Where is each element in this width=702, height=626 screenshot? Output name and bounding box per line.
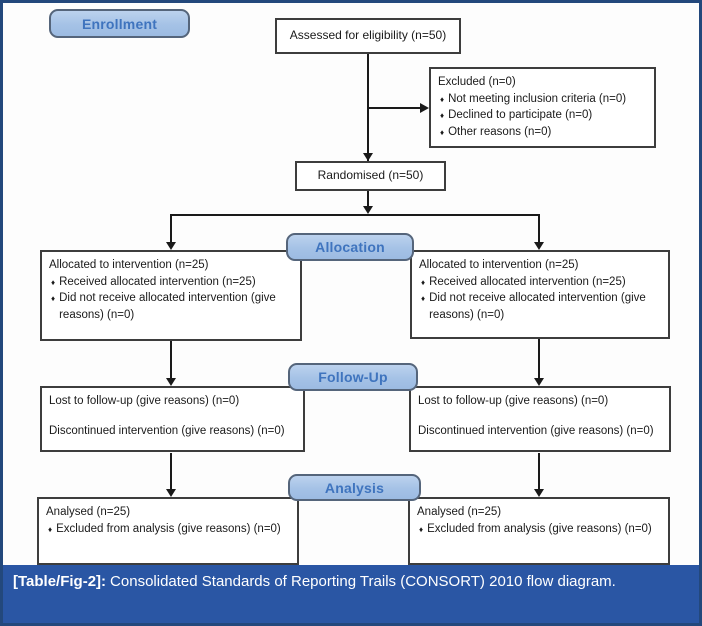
bullet-diamond-icon: ♦ bbox=[51, 277, 56, 287]
arrowhead-down-icon bbox=[166, 378, 176, 386]
bullet-diamond-icon: ♦ bbox=[440, 128, 445, 138]
arrowhead-right-icon bbox=[420, 103, 429, 113]
bullet-item: ♦ Other reasons (n=0) bbox=[438, 124, 647, 141]
bullet-text: Did not receive allocated intervention (… bbox=[59, 292, 276, 322]
bullet-diamond-icon: ♦ bbox=[419, 524, 424, 534]
stage-label-enrollment: Enrollment bbox=[49, 9, 190, 38]
bullet-diamond-icon: ♦ bbox=[51, 294, 56, 304]
bullet-item: ♦ Received allocated intervention (n=25) bbox=[49, 274, 293, 291]
connector-to-excluded bbox=[368, 107, 421, 109]
connector-follow-analysis-left bbox=[170, 453, 172, 490]
stage-label-allocation: Allocation bbox=[286, 233, 414, 261]
connector-split-left bbox=[170, 215, 172, 243]
box-assessed-eligibility: Assessed for eligibility (n=50) bbox=[275, 18, 461, 54]
bullet-text: Declined to participate (n=0) bbox=[448, 109, 593, 122]
box-title: Allocated to intervention (n=25) bbox=[419, 259, 579, 271]
follow-up-line: Lost to follow-up (give reasons) (n=0) bbox=[418, 395, 609, 407]
follow-up-line: Discontinued intervention (give reasons)… bbox=[49, 424, 285, 437]
arrowhead-down-icon bbox=[166, 489, 176, 497]
box-title: Allocated to intervention (n=25) bbox=[49, 259, 209, 271]
box-title: Excluded (n=0) bbox=[438, 76, 516, 88]
box-title: Analysed (n=25) bbox=[417, 506, 502, 518]
connector-alloc-follow-left bbox=[170, 341, 172, 379]
arrowhead-down-icon bbox=[363, 206, 373, 214]
bullet-text: Received allocated intervention (n=25) bbox=[59, 275, 256, 288]
stage-label-analysis: Analysis bbox=[288, 474, 421, 501]
box-title: Analysed (n=25) bbox=[46, 506, 131, 518]
bullet-item: ♦ Did not receive allocated intervention… bbox=[419, 290, 661, 323]
box-analysis-right: Analysed (n=25) ♦ Excluded from analysis… bbox=[408, 497, 670, 565]
bullet-item: ♦ Received allocated intervention (n=25) bbox=[419, 274, 661, 291]
stage-label-follow-up: Follow-Up bbox=[288, 363, 418, 391]
bullet-item: ♦ Did not receive allocated intervention… bbox=[49, 290, 293, 323]
bullet-text: Excluded from analysis (give reasons) (n… bbox=[56, 522, 281, 535]
bullet-text: Did not receive allocated intervention (… bbox=[429, 292, 646, 322]
bullet-diamond-icon: ♦ bbox=[440, 111, 445, 121]
arrowhead-down-icon bbox=[534, 378, 544, 386]
bullet-item: ♦ Excluded from analysis (give reasons) … bbox=[46, 521, 290, 538]
bullet-item: ♦ Not meeting inclusion criteria (n=0) bbox=[438, 91, 647, 108]
box-excluded: Excluded (n=0) ♦ Not meeting inclusion c… bbox=[429, 67, 656, 148]
bullet-diamond-icon: ♦ bbox=[440, 94, 445, 104]
box-analysis-left: Analysed (n=25) ♦ Excluded from analysis… bbox=[37, 497, 299, 565]
bullet-text: Other reasons (n=0) bbox=[448, 126, 552, 139]
bullet-item: ♦ Declined to participate (n=0) bbox=[438, 107, 647, 124]
arrowhead-down-icon bbox=[534, 242, 544, 250]
figure-caption: [Table/Fig-2]:Consolidated Standards of … bbox=[3, 565, 699, 623]
arrowhead-down-icon bbox=[534, 489, 544, 497]
box-randomised: Randomised (n=50) bbox=[295, 161, 446, 191]
box-allocation-right: Allocated to intervention (n=25) ♦ Recei… bbox=[410, 250, 670, 339]
connector-follow-analysis-right bbox=[538, 453, 540, 490]
arrowhead-down-icon bbox=[166, 242, 176, 250]
connector-split-horizontal bbox=[170, 214, 540, 216]
arrowhead-down-icon bbox=[363, 153, 373, 161]
connector-split-right bbox=[538, 215, 540, 243]
bullet-diamond-icon: ♦ bbox=[421, 277, 426, 287]
box-allocation-left: Allocated to intervention (n=25) ♦ Recei… bbox=[40, 250, 302, 341]
bullet-text: Not meeting inclusion criteria (n=0) bbox=[448, 92, 627, 105]
box-follow-up-left: Lost to follow-up (give reasons) (n=0) D… bbox=[40, 386, 305, 452]
caption-prefix: [Table/Fig-2]: bbox=[13, 573, 107, 590]
bullet-text: Excluded from analysis (give reasons) (n… bbox=[427, 522, 652, 535]
caption-text: Consolidated Standards of Reporting Trai… bbox=[110, 573, 616, 590]
follow-up-line: Discontinued intervention (give reasons)… bbox=[418, 424, 654, 437]
bullet-text: Received allocated intervention (n=25) bbox=[429, 275, 626, 288]
bullet-diamond-icon: ♦ bbox=[421, 294, 426, 304]
follow-up-line: Lost to follow-up (give reasons) (n=0) bbox=[49, 395, 240, 407]
connector-randomised-split bbox=[367, 191, 369, 207]
bullet-item: ♦ Excluded from analysis (give reasons) … bbox=[417, 521, 661, 538]
connector-alloc-follow-right bbox=[538, 339, 540, 379]
bullet-diamond-icon: ♦ bbox=[48, 524, 53, 534]
box-follow-up-right: Lost to follow-up (give reasons) (n=0) D… bbox=[409, 386, 671, 452]
